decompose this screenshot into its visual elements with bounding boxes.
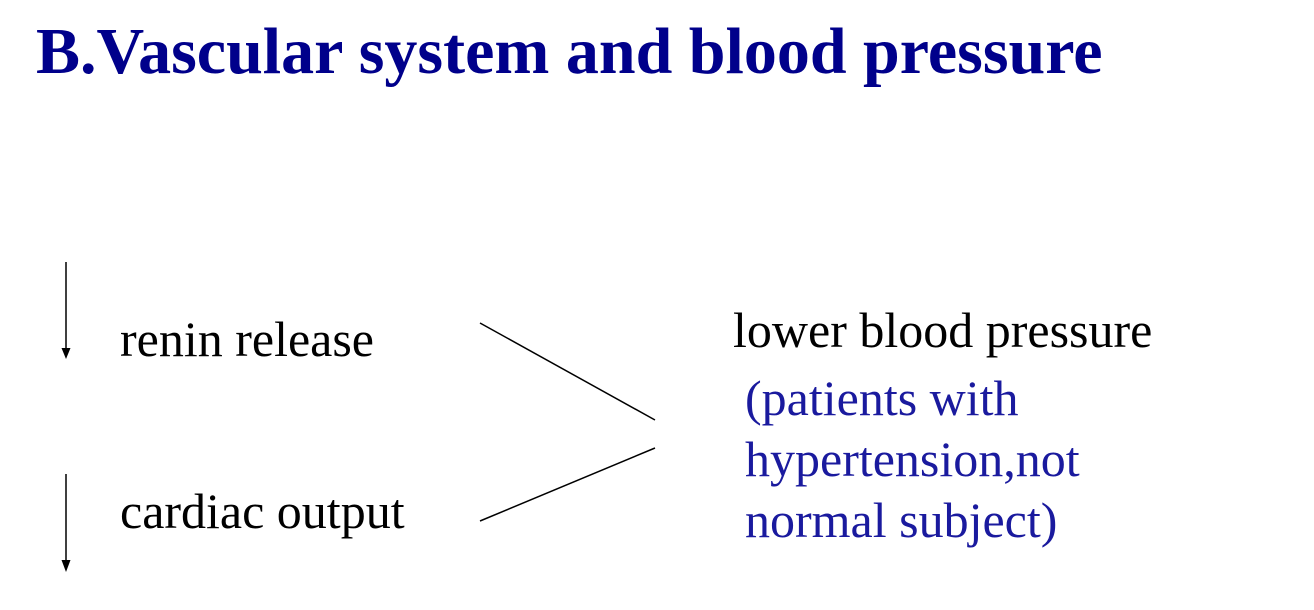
down-arrow-icon-renin — [61, 262, 71, 359]
connector-line-cardiac — [479, 447, 656, 522]
result-note: (patients with hypertension,not normal s… — [745, 368, 1165, 551]
slide-title: B.Vascular system and blood pressure — [36, 15, 1103, 88]
down-arrow-icon-cardiac — [61, 474, 71, 572]
connector-line-renin — [479, 322, 656, 421]
note-line: normal subject) — [745, 492, 1058, 548]
result-lower-blood-pressure: lower blood pressure — [733, 302, 1153, 358]
note-line: hypertension,not — [745, 431, 1080, 487]
factor-cardiac-output: cardiac output — [120, 483, 405, 539]
note-line: (patients with — [745, 370, 1019, 426]
factor-renin-release: renin release — [120, 311, 375, 367]
